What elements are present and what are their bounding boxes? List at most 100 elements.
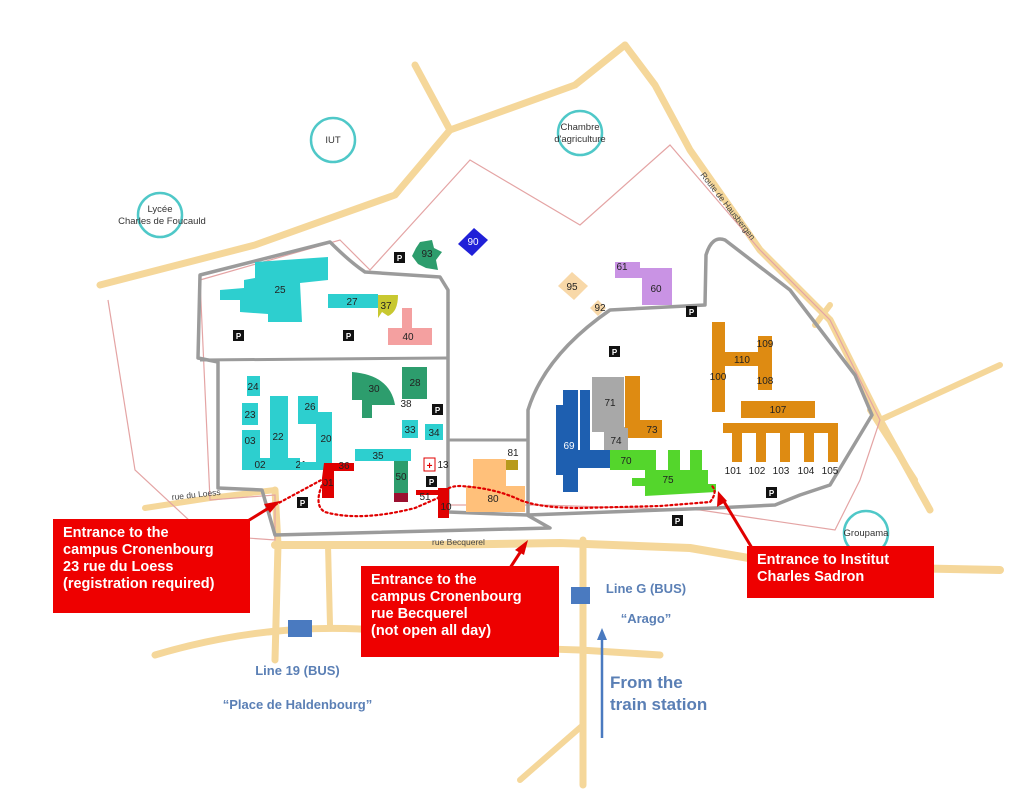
poi-lycee-charles-de-foucauld: Lycée Charles de Foucauld [118, 191, 206, 239]
line-19-stop: “Place de Haldenbourg” [222, 697, 373, 712]
svg-text:P: P [675, 517, 681, 526]
building-30: 30 [352, 372, 395, 418]
entrance-arrows [245, 491, 754, 569]
building-50: 50 [394, 461, 408, 502]
parking-icon: P [394, 252, 405, 263]
bus-stop-line-19 [288, 620, 312, 637]
svg-text:P: P [612, 348, 618, 357]
svg-text:71: 71 [604, 398, 616, 409]
svg-text:13: 13 [437, 460, 449, 471]
parking-icon: P [672, 515, 683, 526]
street-rue-becquerel: rue Becquerel [432, 537, 485, 547]
svg-text:109: 109 [757, 339, 774, 350]
parking-icon: P [609, 346, 620, 357]
svg-text:P: P [397, 254, 403, 263]
svg-text:d'agriculture: d'agriculture [554, 134, 605, 145]
arrowhead-sadron [717, 491, 727, 507]
arrowhead-becquerel [515, 540, 528, 555]
svg-text:P: P [346, 332, 352, 341]
callout-entrance-loess: Entrance to the campus Cronenbourg 23 ru… [53, 519, 250, 613]
svg-text:P: P [769, 489, 775, 498]
svg-text:40: 40 [402, 332, 414, 343]
building-40: 40 [388, 308, 432, 345]
building-101-105: 101 102 103 104 105 [723, 423, 839, 477]
building-36-01: 36 01 [322, 461, 354, 498]
svg-text:P: P [689, 308, 695, 317]
svg-text:51: 51 [419, 492, 431, 503]
svg-text:03: 03 [244, 436, 256, 447]
svg-text:P: P [429, 478, 435, 487]
road-northwest [96, 41, 629, 289]
svg-text:Chambre: Chambre [560, 122, 599, 133]
parking-icon: P [343, 330, 354, 341]
road-south-branch [517, 722, 586, 783]
svg-text:105: 105 [822, 466, 839, 477]
building-27: 27 [328, 294, 378, 308]
svg-text:22: 22 [272, 432, 284, 443]
building-37: 37 [378, 295, 398, 318]
svg-text:27: 27 [346, 297, 358, 308]
svg-text:90: 90 [467, 237, 479, 248]
building-110-group: 110 109 100 108 [710, 322, 774, 412]
road-northwest-branch [411, 61, 454, 134]
svg-text:101: 101 [725, 466, 742, 477]
svg-text:103: 103 [773, 466, 790, 477]
building-28: 28 [402, 367, 427, 399]
building-107: 107 [741, 401, 815, 418]
building-70: 70 [610, 450, 646, 470]
svg-text:02: 02 [254, 460, 266, 471]
building-73: 73 [625, 376, 662, 438]
parking-icons: P P P P P P P P P P [233, 252, 777, 526]
svg-text:26: 26 [304, 402, 316, 413]
building-34: 34 [425, 424, 443, 440]
parking-icon: P [766, 487, 777, 498]
road-west-vertical-2 [325, 542, 333, 628]
svg-text:33: 33 [404, 425, 416, 436]
building-35: 35 [355, 449, 411, 462]
svg-text:20: 20 [320, 434, 332, 445]
svg-text:23: 23 [244, 410, 256, 421]
building-81: 81 [506, 448, 519, 470]
svg-text:01: 01 [322, 478, 334, 489]
svg-text:102: 102 [749, 466, 766, 477]
svg-text:69: 69 [563, 441, 575, 452]
svg-text:Charles de Foucauld: Charles de Foucauld [118, 216, 206, 227]
svg-text:37: 37 [380, 301, 392, 312]
road-ne-stub [812, 302, 833, 328]
line-g-label: Line G (BUS) “Arago” [588, 566, 704, 641]
svg-text:80: 80 [487, 494, 499, 505]
svg-text:75: 75 [662, 475, 674, 486]
svg-text:25: 25 [274, 285, 286, 296]
building-24: 24 [247, 376, 260, 396]
callout-entrance-sadron: Entrance to Institut Charles Sadron [747, 546, 934, 598]
arrowhead-loess [264, 501, 280, 513]
parking-icon: P [297, 497, 308, 508]
svg-text:30: 30 [368, 384, 380, 395]
building-33: 33 [402, 420, 418, 438]
walking-route-dotted [273, 475, 716, 518]
parking-icon: P [432, 404, 443, 415]
building-23: 23 [242, 403, 258, 425]
svg-text:110: 110 [734, 355, 750, 366]
building-90: 90 [458, 228, 488, 256]
svg-text:P: P [435, 406, 441, 415]
svg-text:61: 61 [616, 262, 628, 273]
svg-text:81: 81 [507, 448, 519, 459]
arrow-sadron [721, 499, 754, 549]
campus-wall-west [196, 240, 552, 537]
line-19-name: Line 19 (BUS) [255, 663, 340, 678]
svg-text:28: 28 [409, 378, 421, 389]
from-train-station-label: From the train station [610, 673, 708, 714]
road-east-branch [877, 362, 1003, 423]
campus-wall-west-inner [199, 356, 449, 362]
parking-icon: P [686, 306, 697, 317]
building-95: 95 [558, 272, 588, 300]
svg-text:74: 74 [610, 436, 622, 447]
svg-text:38: 38 [400, 399, 412, 410]
building-69: 69 [556, 390, 610, 492]
svg-text:24: 24 [247, 382, 259, 393]
poi-chambre-agriculture: Chambre d'agriculture [554, 109, 606, 157]
svg-text:95: 95 [566, 282, 578, 293]
building-61-60: 61 60 [615, 262, 672, 305]
